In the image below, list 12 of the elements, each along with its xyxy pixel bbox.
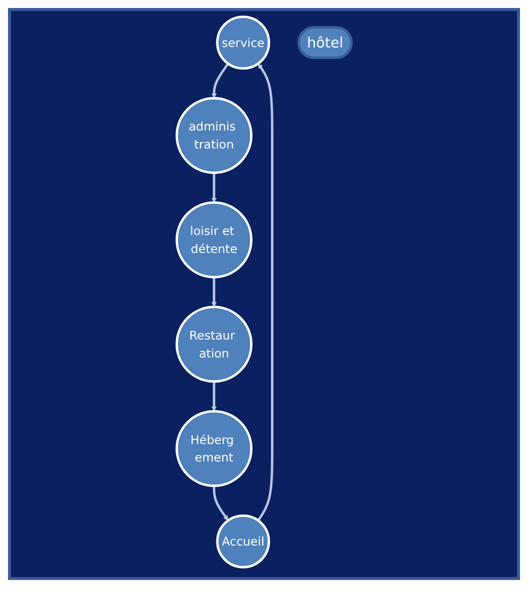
node-circle: Héberg ement — [175, 410, 252, 487]
arrow — [212, 485, 228, 520]
arrow — [211, 276, 217, 307]
arrow — [211, 172, 217, 202]
node-circle: loisir et détente — [175, 200, 252, 278]
node-circle: adminis tration — [175, 96, 252, 174]
arrow — [211, 62, 229, 98]
arrow — [256, 62, 274, 521]
node-circle: Accueil — [216, 514, 270, 568]
node-circle: Restaur ation — [175, 305, 252, 382]
node-circle: service — [216, 15, 270, 70]
arrow — [211, 381, 217, 412]
